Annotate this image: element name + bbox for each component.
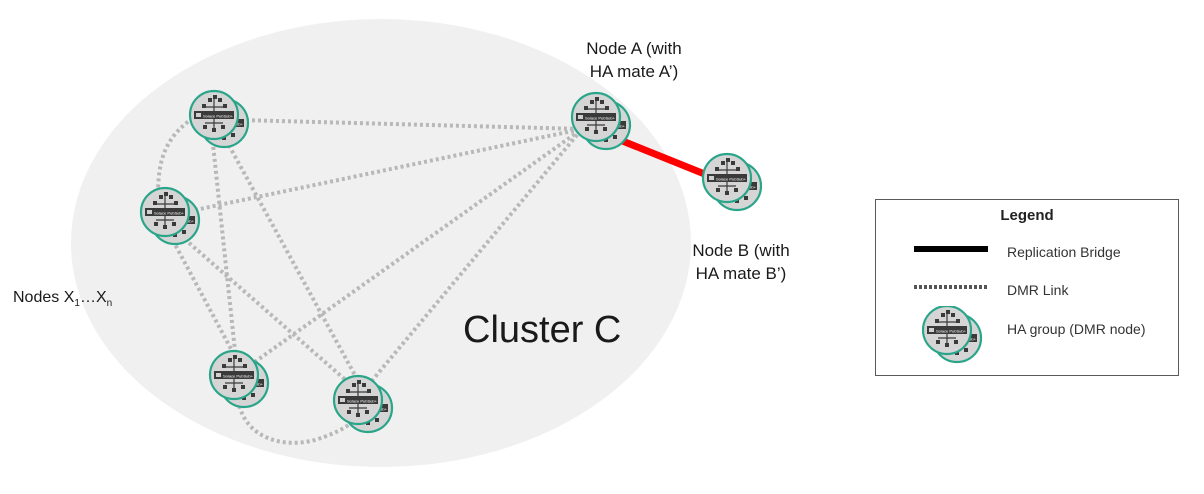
dmr-link [233, 127, 584, 378]
node-a-label-line1: Node A (with [586, 39, 682, 58]
nodes-x-ellipsis: …X [79, 289, 107, 306]
dmr-links [156, 113, 584, 445]
node-b-label: Node B (with HA mate B’) [666, 239, 816, 285]
dmr-link [168, 234, 240, 363]
nodes-x-label: Nodes X1…Xn [13, 288, 112, 314]
dmr-link [358, 127, 584, 397]
legend: Legend Replication Bridge DMR Link HA gr… [875, 199, 1179, 376]
node-b-ha-group [703, 154, 761, 210]
dmr-link [210, 134, 238, 361]
dmr-link [156, 113, 200, 196]
legend-ha-group-icon [922, 306, 986, 366]
legend-bridge-swatch [914, 246, 988, 252]
nodes-x-subn: n [106, 298, 113, 310]
cluster-title: Cluster C [463, 309, 622, 351]
node-b-label-line2: HA mate B’) [695, 264, 787, 283]
dmr-link [236, 399, 358, 445]
legend-title: Legend [1000, 207, 1054, 224]
node-b-label-line1: Node B (with [692, 241, 790, 260]
nodes-x-sub1: 1 [74, 298, 80, 310]
dmr-link [224, 139, 364, 389]
legend-item-label: HA group (DMR node) [1007, 321, 1146, 337]
replication-bridge [618, 136, 714, 181]
legend-item-label: Replication Bridge [1007, 244, 1121, 260]
node-a-label-line2: HA mate A’) [589, 62, 679, 81]
legend-item-label: DMR Link [1007, 282, 1069, 298]
nodes-x-prefix: Nodes X [13, 289, 75, 306]
legend-dmr-swatch [914, 285, 988, 289]
node-a-label: Node A (with HA mate A’) [559, 37, 709, 83]
